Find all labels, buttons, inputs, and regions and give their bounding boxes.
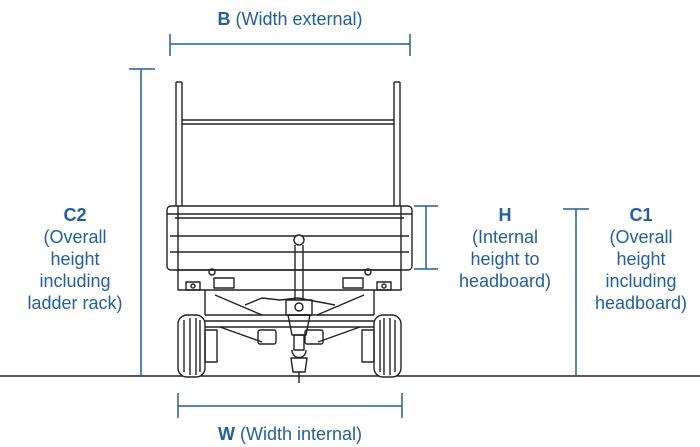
label-c1-line-3: including xyxy=(605,271,677,291)
label-b: B (Width external) xyxy=(175,8,405,30)
label-b-code: B xyxy=(217,9,231,29)
tail-lights xyxy=(208,268,372,276)
label-c1-line-1: (Overall xyxy=(609,227,673,247)
trailer-rear-view xyxy=(166,81,413,383)
trailer-body xyxy=(166,205,413,291)
label-c2-line-4: ladder rack) xyxy=(27,293,123,313)
chassis xyxy=(204,290,375,345)
label-w-text: (Width internal) xyxy=(239,424,363,444)
label-c1-code: C1 xyxy=(629,205,653,225)
label-h-code: H xyxy=(498,205,512,225)
label-h-line-3: headboard) xyxy=(458,271,552,291)
label-w-code: W xyxy=(217,424,235,444)
label-w: W (Width internal) xyxy=(170,423,410,445)
ladder-rack xyxy=(175,81,401,206)
label-h-line-2: height to xyxy=(470,249,540,269)
label-b-text: (Width external) xyxy=(235,9,363,29)
label-c1: C1 (Overall height including headboard) xyxy=(585,204,697,314)
label-h-line-1: (Internal xyxy=(471,227,539,247)
label-c2: C2 (Overall height including ladder rack… xyxy=(10,204,140,314)
label-c2-line-2: height xyxy=(50,249,100,269)
label-c2-line-1: (Overall xyxy=(43,227,107,247)
right-wheel xyxy=(361,314,402,378)
dimension-lines xyxy=(129,34,589,418)
label-h: H (Internal height to headboard) xyxy=(440,204,570,292)
drawbar xyxy=(285,234,313,383)
left-wheel xyxy=(177,314,218,378)
label-c1-line-4: headboard) xyxy=(594,293,688,313)
label-c2-code: C2 xyxy=(63,205,87,225)
label-c2-line-3: including xyxy=(39,271,111,291)
label-c1-line-2: height xyxy=(616,249,666,269)
